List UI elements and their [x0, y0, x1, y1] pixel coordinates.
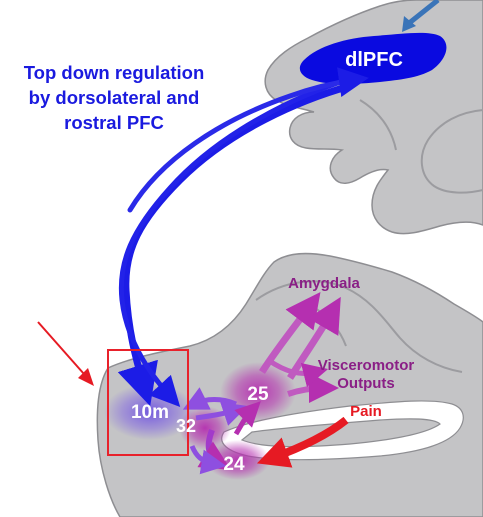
local-arrow	[195, 402, 248, 426]
upper-sulcus	[420, 109, 483, 194]
top-down-pathway	[118, 75, 355, 408]
incoming-arrow-head	[402, 16, 416, 32]
caption-line: Top down regulation	[23, 62, 205, 83]
caption-line: rostral PFC	[64, 112, 164, 133]
outputs-label: Outputs	[337, 375, 395, 392]
region-24-label: 24	[223, 454, 245, 475]
region-10m-label: 10m	[131, 402, 169, 423]
lower-sulcus	[255, 280, 463, 373]
visceromotor-label: Visceromotor	[318, 357, 415, 374]
top-down-return	[127, 67, 369, 213]
dlpfc-region	[299, 32, 447, 84]
local-arrow	[233, 401, 261, 436]
dlpfc-label: dlPFC	[345, 49, 403, 71]
output-amygdala-arrow	[259, 292, 321, 374]
pain-label: Pain	[350, 403, 382, 420]
incoming-arrow	[406, 0, 440, 26]
amygdala-label: Amygdala	[288, 275, 360, 292]
region-32-label: 32	[176, 416, 196, 436]
pain-arrow	[256, 416, 349, 468]
output-visceromotor-arrow	[266, 357, 329, 388]
local-arrow	[189, 445, 227, 475]
region-32-glow	[179, 406, 231, 450]
output-visceromotor-arrow	[287, 373, 339, 404]
highlight-box	[107, 349, 189, 456]
upper-cortex	[264, 0, 483, 235]
top-down-caption: Top down regulation by dorsolateral and …	[0, 60, 228, 135]
pointer-arrow-head	[78, 368, 94, 386]
upper-sulcus	[359, 99, 397, 151]
region-25-label: 25	[247, 384, 269, 405]
caption-line: by dorsolateral and	[28, 87, 200, 108]
pointer-arrow	[37, 321, 85, 375]
